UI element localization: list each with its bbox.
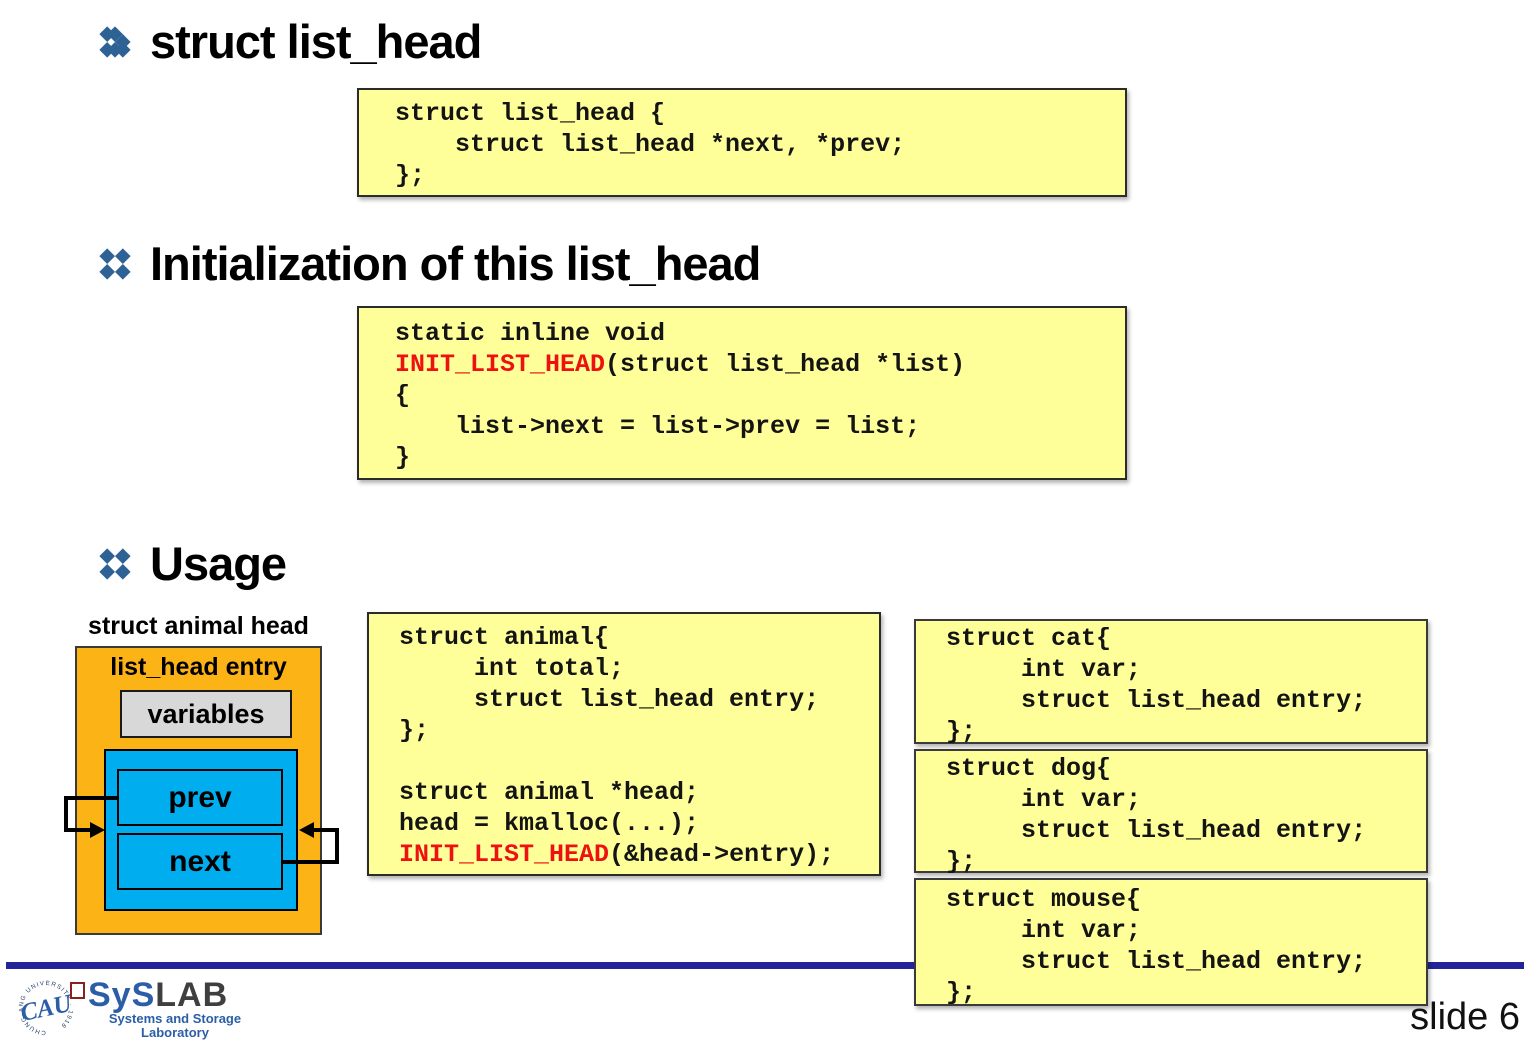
logo-red-square-icon bbox=[70, 982, 85, 999]
code-line: head = kmalloc(...); bbox=[399, 809, 700, 838]
diamond-bullet-icon bbox=[99, 547, 131, 580]
code-line: static inline void bbox=[395, 319, 666, 348]
code-line: struct cat{ bbox=[946, 624, 1112, 653]
code-line: int var; bbox=[946, 785, 1142, 814]
code-line: INIT_LIST_HEAD(&head->entry); bbox=[399, 840, 835, 869]
code-line: struct list_head { bbox=[395, 99, 666, 128]
next-pointer-box: next bbox=[117, 833, 283, 890]
heading-usage: Usage bbox=[98, 536, 287, 591]
code-line: }; bbox=[946, 717, 977, 746]
diamond-bullet-icon bbox=[99, 247, 131, 280]
code-line: int var; bbox=[946, 655, 1142, 684]
diagram-title: struct animal head bbox=[88, 612, 309, 640]
heading-initialization: Initialization of this list_head bbox=[98, 236, 761, 291]
code-line: }; bbox=[946, 978, 977, 1007]
code-box-list-head-definition: struct list_head { struct list_head *nex… bbox=[357, 88, 1127, 197]
logo-subtitle-line1: Systems and Storage bbox=[108, 1011, 242, 1026]
logo-subtitle: Systems and Storage Laboratory bbox=[90, 1012, 260, 1039]
logo-title: SySLAB bbox=[88, 978, 228, 1012]
footer-divider-line bbox=[6, 962, 1524, 969]
code-box-struct-dog: struct dog{ int var; struct list_head en… bbox=[914, 749, 1428, 876]
code-line: struct dog{ bbox=[946, 754, 1112, 783]
code-line: struct animal{ bbox=[399, 623, 610, 652]
code-line: struct list_head entry; bbox=[946, 686, 1367, 715]
code-box-struct-mouse: struct mouse{ int var; struct list_head … bbox=[914, 878, 1428, 1007]
diamond-bullet-icon bbox=[99, 25, 131, 58]
code-line: list->next = list->prev = list; bbox=[395, 412, 921, 441]
code-line: struct list_head entry; bbox=[399, 685, 820, 714]
code-line bbox=[399, 746, 879, 777]
prev-pointer-box: prev bbox=[117, 769, 283, 826]
section-title: Usage bbox=[150, 537, 287, 590]
cau-emblem-icon: CHUNG-ANG UNIVERSITY · 1918 CAU bbox=[18, 980, 76, 1036]
code-line: }; bbox=[399, 716, 430, 745]
slide-number: slide 6 bbox=[1410, 996, 1520, 1038]
variables-label: variables bbox=[147, 698, 265, 729]
syslab-logo: CHUNG-ANG UNIVERSITY · 1918 CAU SySLAB S… bbox=[16, 976, 296, 1039]
code-line: int total; bbox=[399, 654, 625, 683]
code-line: } bbox=[395, 443, 411, 472]
code-line: { bbox=[395, 381, 411, 410]
code-line: struct mouse{ bbox=[946, 885, 1142, 914]
code-line: struct list_head *next, *prev; bbox=[395, 130, 906, 159]
code-line: struct list_head entry; bbox=[946, 816, 1367, 845]
next-label: next bbox=[169, 844, 231, 878]
code-line: struct animal *head; bbox=[399, 778, 700, 807]
code-line: }; bbox=[946, 847, 977, 876]
code-line: int var; bbox=[946, 916, 1142, 945]
heading-struct-list-head: struct list_head bbox=[98, 14, 482, 69]
code-box-struct-cat: struct cat{ int var; struct list_head en… bbox=[914, 619, 1428, 746]
variables-box: variables bbox=[120, 690, 292, 738]
logo-title-lab: LAB bbox=[155, 976, 229, 1014]
code-box-animal-usage: struct animal{ int total; struct list_he… bbox=[367, 612, 881, 876]
list-head-entry-label: list_head entry bbox=[110, 653, 287, 681]
section-title: Initialization of this list_head bbox=[150, 237, 761, 290]
section-title: struct list_head bbox=[150, 15, 482, 68]
prev-label: prev bbox=[168, 780, 232, 814]
code-line: INIT_LIST_HEAD(struct list_head *list) bbox=[395, 350, 966, 379]
code-line: }; bbox=[395, 161, 426, 190]
code-line: struct list_head entry; bbox=[946, 947, 1367, 976]
logo-subtitle-line2: Laboratory bbox=[141, 1024, 209, 1040]
logo-title-sys: SyS bbox=[88, 976, 156, 1014]
